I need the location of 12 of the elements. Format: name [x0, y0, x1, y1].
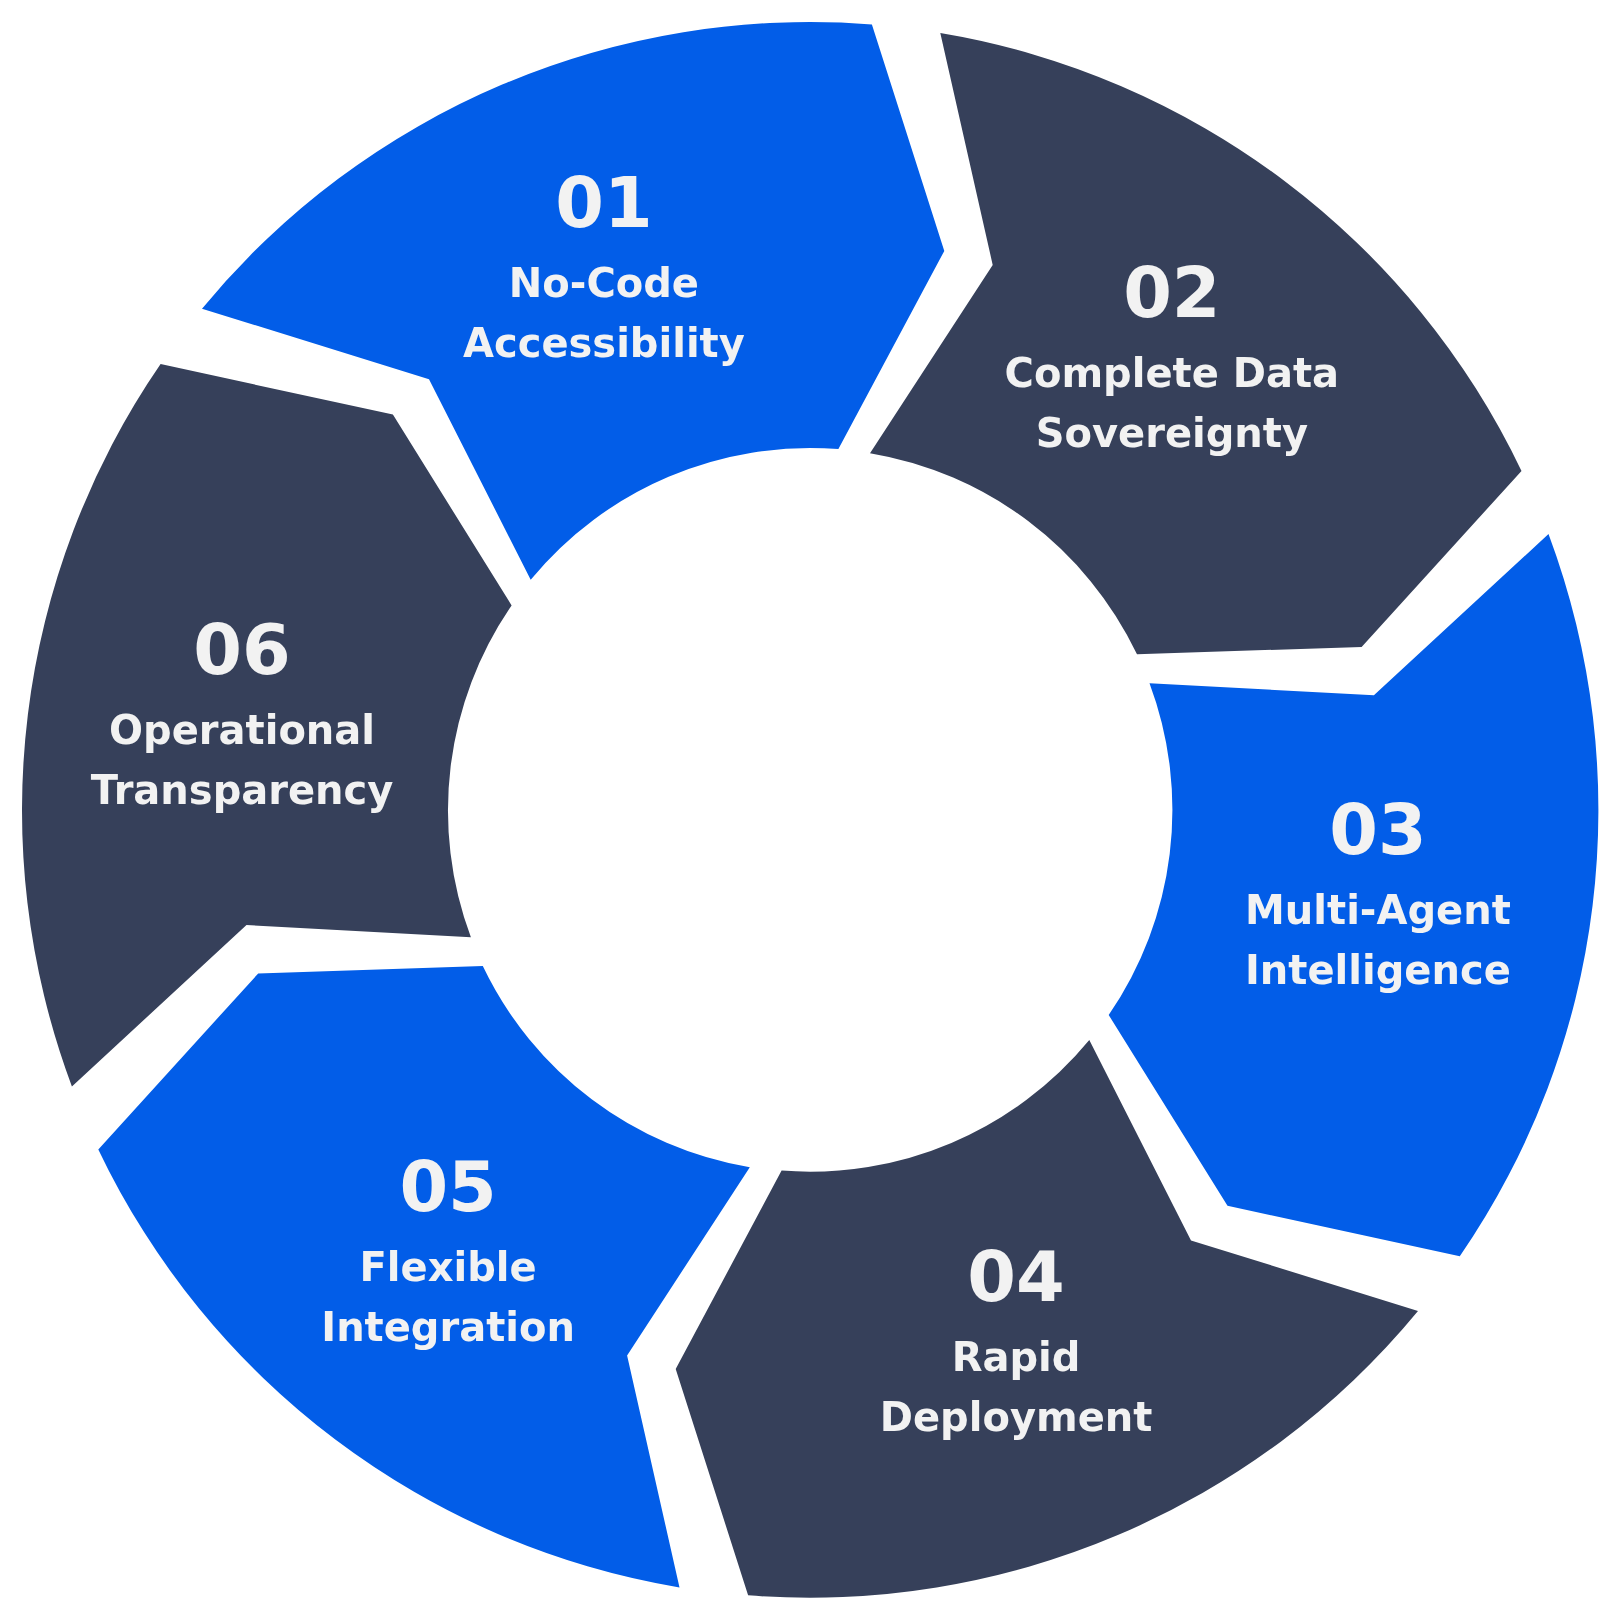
- step-label: No-Code Accessibility: [462, 259, 746, 369]
- step-label: Complete Data Sovereignty: [1003, 349, 1341, 459]
- step-number: 06: [192, 610, 292, 691]
- step-number: 02: [1122, 253, 1222, 334]
- step-label: Multi-Agent Intelligence: [1244, 885, 1512, 995]
- step-label: Flexible Integration: [320, 1242, 576, 1352]
- step-label: Operational Transparency: [89, 706, 395, 816]
- step-number: 05: [398, 1146, 498, 1227]
- step-number: 04: [966, 1236, 1066, 1317]
- step-number: 01: [554, 163, 654, 244]
- step-label: Rapid Deployment: [878, 1332, 1154, 1442]
- step-number: 03: [1328, 789, 1428, 870]
